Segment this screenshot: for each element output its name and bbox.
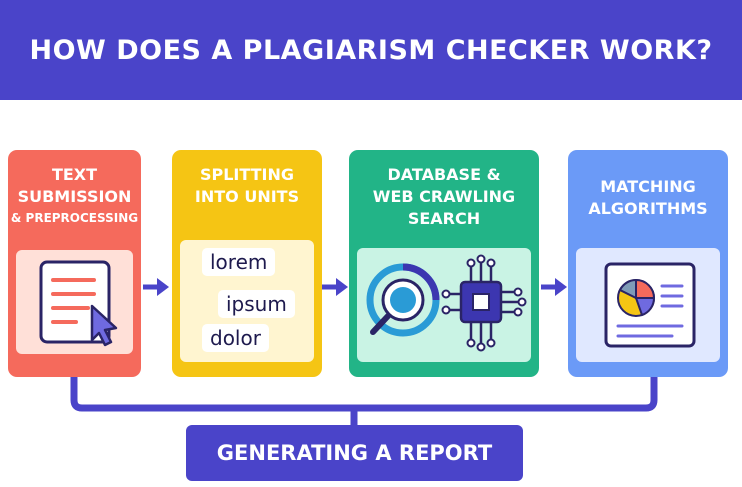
arrow-right-icon <box>143 278 169 296</box>
step-splitting-units: SPLITTING INTO UNITS lorem ipsum dolor <box>172 150 322 377</box>
step-title-line: TEXT <box>51 165 98 184</box>
report-pie-chart-icon <box>604 262 696 348</box>
document-cursor-icon <box>39 260 118 347</box>
step-illustration <box>16 250 133 354</box>
step-database-search: DATABASE & WEB CRAWLING SEARCH <box>349 150 539 377</box>
generating-report-box: GENERATING A REPORT <box>186 425 523 481</box>
step-illustration: lorem ipsum dolor <box>180 240 314 362</box>
step-title-line: & PREPROCESSING <box>10 211 139 225</box>
step-matching-algorithms: MATCHING ALGORITHMS <box>568 150 728 377</box>
step-title-line: WEB CRAWLING <box>372 187 516 206</box>
step-illustration <box>576 248 720 362</box>
header-banner: HOW DOES A PLAGIARISM CHECKER WORK? <box>0 0 742 100</box>
arrow-right-icon <box>322 278 348 296</box>
word-chip: dolor <box>202 324 269 352</box>
step-title-line: SUBMISSION <box>17 187 132 206</box>
step-title-line: SEARCH <box>407 209 481 228</box>
word-chip: lorem <box>202 248 276 276</box>
arrow-right-icon <box>541 278 567 296</box>
step-title-line: DATABASE & <box>387 165 501 184</box>
step-text-submission: TEXT SUBMISSION & PREPROCESSING <box>8 150 141 377</box>
page-title: HOW DOES A PLAGIARISM CHECKER WORK? <box>29 34 713 66</box>
step-title-line: INTO UNITS <box>194 187 300 206</box>
step-title-line: SPLITTING <box>199 165 295 184</box>
step-illustration <box>357 248 531 362</box>
word-chip: ipsum <box>218 290 295 318</box>
step-title-line: MATCHING <box>600 177 696 196</box>
step-title-line: ALGORITHMS <box>588 199 708 218</box>
magnifier-chip-icon <box>366 254 527 352</box>
